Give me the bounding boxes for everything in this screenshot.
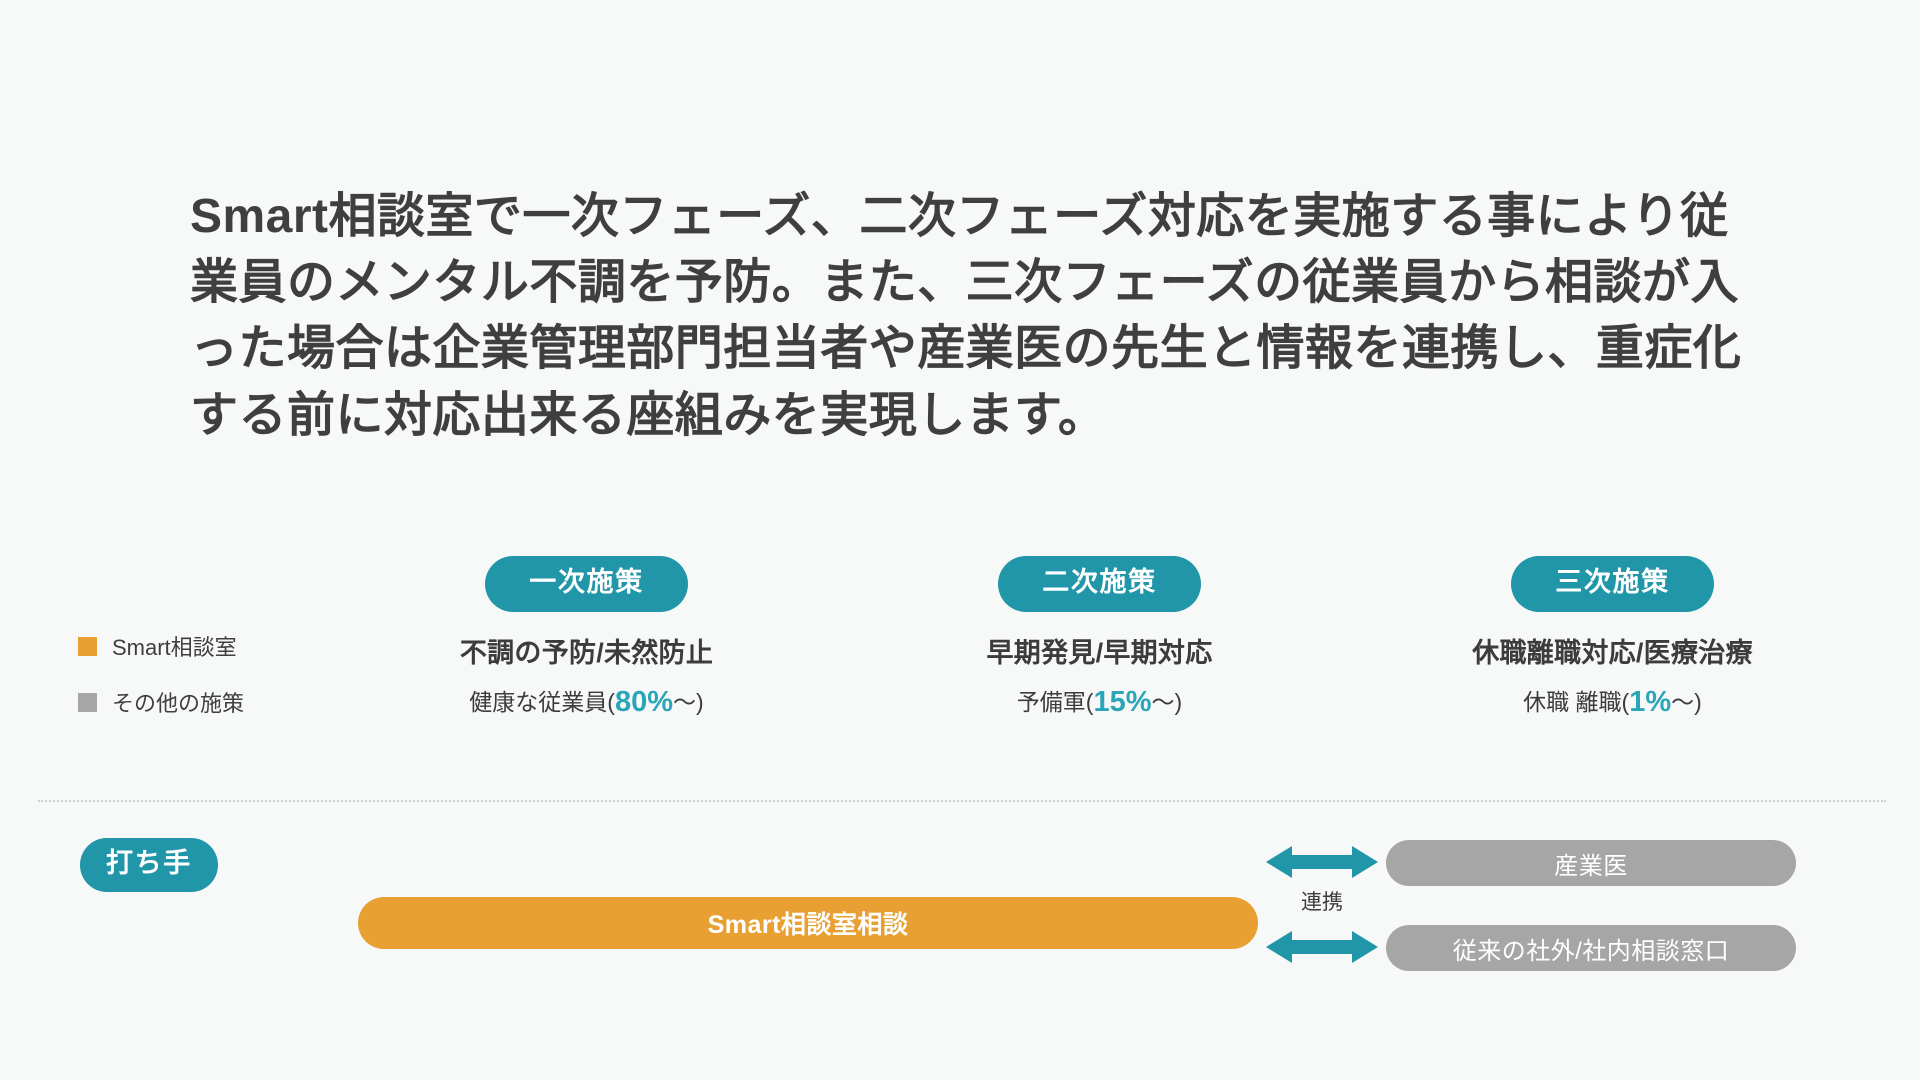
legend-item-other: その他の施策 xyxy=(78,683,244,721)
page-title: Smart相談室で一次フェーズ、二次フェーズ対応を実施する事により従業員のメンタ… xyxy=(190,190,1742,442)
other-measure-bar-label: 従来の社外/社内相談窓口 xyxy=(1452,937,1730,965)
phase-sub-prefix: 予備軍( xyxy=(1016,688,1094,715)
phase-title-primary: 不調の予防/未然防止 xyxy=(459,637,714,668)
legend-item-label: Smart相談室 xyxy=(112,635,237,660)
phase-column-secondary: 二次施策 早期発見/早期対応 予備軍(15%〜) xyxy=(843,556,1356,719)
phase-sub-value: 80% xyxy=(614,685,674,718)
phase-badge-primary: 一次施策 xyxy=(485,556,688,612)
smart-consult-bar: Smart相談室相談 xyxy=(358,897,1258,949)
phase-column-primary: 一次施策 不調の予防/未然防止 健康な従業員(80%〜) xyxy=(330,556,843,719)
phase-sub-value: 1% xyxy=(1629,685,1672,718)
other-measure-bar-traditional-desk: 従来の社外/社内相談窓口 xyxy=(1386,925,1796,971)
other-measure-bar-occupational-physician: 産業医 xyxy=(1386,840,1796,886)
phase-title-secondary: 早期発見/早期対応 xyxy=(986,637,1213,668)
phase-subtitle-primary: 健康な従業員(80%〜) xyxy=(330,683,843,719)
phase-subtitle-tertiary: 休職 離職(1%〜) xyxy=(1356,683,1869,719)
phase-sub-value: 15% xyxy=(1093,685,1152,718)
orange-square-swatch-icon xyxy=(78,636,97,656)
double-arrow-icon xyxy=(1266,846,1378,878)
other-measure-bar-label: 産業医 xyxy=(1554,852,1628,880)
smart-consult-bar-label: Smart相談室相談 xyxy=(707,911,909,939)
double-arrow-icon xyxy=(1266,931,1378,963)
measures-badge: 打ち手 xyxy=(80,838,218,892)
phase-sub-suffix: 〜) xyxy=(1151,688,1183,715)
legend-item-label: その他の施策 xyxy=(112,691,245,716)
phase-badge-tertiary: 三次施策 xyxy=(1511,556,1714,612)
phase-sub-suffix: 〜) xyxy=(1671,688,1702,715)
gray-square-swatch-icon xyxy=(78,692,97,712)
link-group: 連携 xyxy=(1266,836,1396,966)
phase-sub-suffix: 〜) xyxy=(673,688,704,715)
phase-columns: 一次施策 不調の予防/未然防止 健康な従業員(80%〜) 二次施策 早期発見/早… xyxy=(330,556,1870,719)
legend-item-smart: Smart相談室 xyxy=(78,627,244,665)
phase-badge-secondary: 二次施策 xyxy=(998,556,1201,612)
link-label: 連携 xyxy=(1301,891,1343,914)
phase-column-tertiary: 三次施策 休職離職対応/医療治療 休職 離職(1%〜) xyxy=(1356,556,1869,719)
phase-sub-prefix: 休職 離職( xyxy=(1523,688,1630,715)
section-divider xyxy=(38,800,1886,802)
phase-title-tertiary: 休職離職対応/医療治療 xyxy=(1472,637,1753,668)
phase-subtitle-secondary: 予備軍(15%〜) xyxy=(843,683,1356,719)
legend: Smart相談室 その他の施策 xyxy=(78,627,244,739)
phase-sub-prefix: 健康な従業員( xyxy=(469,688,615,715)
